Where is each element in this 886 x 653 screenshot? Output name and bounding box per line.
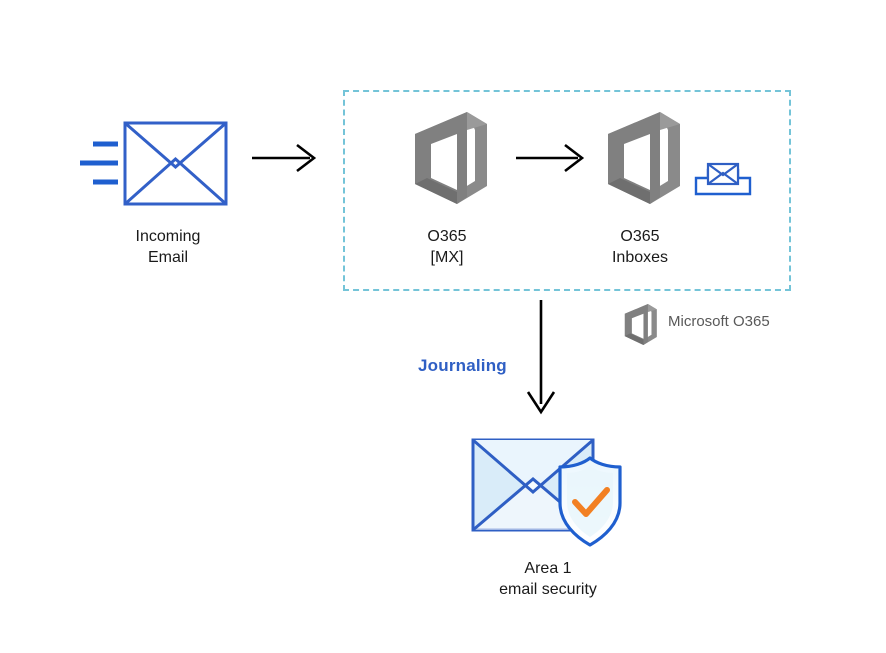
checkmark-icon bbox=[572, 487, 610, 517]
o365-mx-label: O365 [MX] bbox=[427, 228, 467, 266]
legend-office365-icon-wrap bbox=[620, 304, 658, 345]
area1-label: Area 1 email security bbox=[499, 560, 597, 598]
inbox-tray-envelope-icon bbox=[694, 160, 752, 200]
o365-inboxes-node bbox=[598, 112, 682, 204]
office365-logo-icon bbox=[608, 112, 680, 204]
o365-inboxes-label: O365 Inboxes bbox=[611, 228, 669, 266]
journaling-label: Journaling bbox=[418, 356, 507, 375]
o365-mx-node bbox=[405, 112, 489, 204]
arrow-mx-to-inboxes bbox=[516, 143, 588, 173]
office365-logo-icon bbox=[415, 112, 487, 204]
incoming-email-label: Incoming Email bbox=[135, 228, 201, 266]
microsoft-o365-zone-boundary bbox=[343, 90, 791, 291]
shielded-envelope-icon bbox=[471, 438, 622, 547]
area1-node bbox=[468, 433, 628, 551]
arrow-incoming-to-mx bbox=[252, 143, 318, 173]
envelope-icon bbox=[80, 121, 228, 206]
legend-item-label: Microsoft O365 bbox=[668, 313, 770, 330]
incoming-email-node bbox=[75, 118, 230, 210]
arrow-journaling-down bbox=[522, 300, 560, 418]
office365-logo-icon bbox=[624, 304, 657, 345]
